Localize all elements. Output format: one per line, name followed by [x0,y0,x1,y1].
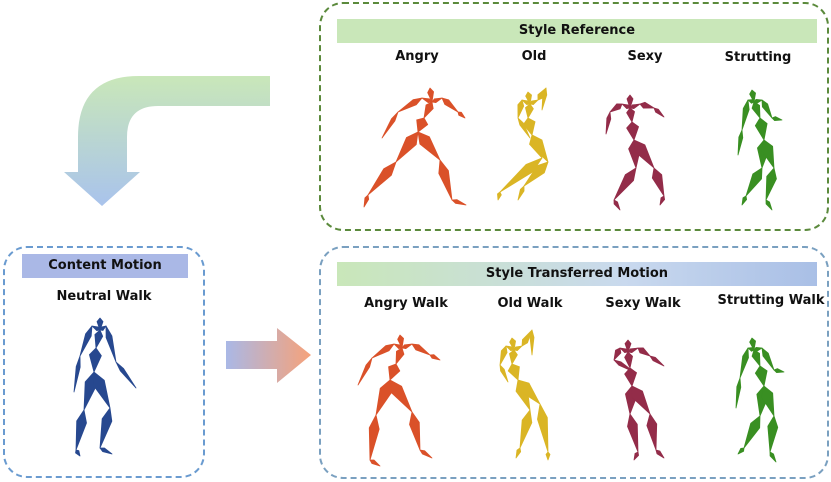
figure-strutting-walk [735,337,785,463]
figure-old-ref [497,87,549,201]
style-reference-title: Style Reference [337,19,817,43]
figure-strutting-ref [737,89,783,211]
transferred-label-angry-walk: Angry Walk [364,296,448,311]
style-reference-panel [319,2,829,231]
figure-sexy-ref [605,94,666,211]
straight-arrow [226,328,311,383]
figure-old-walk [499,329,551,461]
figure-angry-walk [357,334,441,467]
content-label-neutral-walk: Neutral Walk [56,289,152,304]
transferred-label-strutting-walk: Strutting Walk [717,293,825,308]
transferred-label-old-walk: Old Walk [497,296,563,311]
figure-angry-ref [363,87,467,208]
style-label-sexy: Sexy [627,49,663,64]
style-transferred-panel [319,246,829,479]
style-label-old: Old [521,49,547,64]
figure-sexy-walk [613,339,665,461]
style-label-strutting: Strutting [724,50,792,65]
transferred-label-sexy-walk: Sexy Walk [605,296,681,311]
figure-neutral-walk [73,317,137,457]
content-motion-panel [3,246,205,478]
curved-arrow [64,76,270,206]
content-motion-title: Content Motion [22,254,188,278]
style-transferred-title: Style Transferred Motion [337,262,817,286]
style-label-angry: Angry [395,49,439,64]
